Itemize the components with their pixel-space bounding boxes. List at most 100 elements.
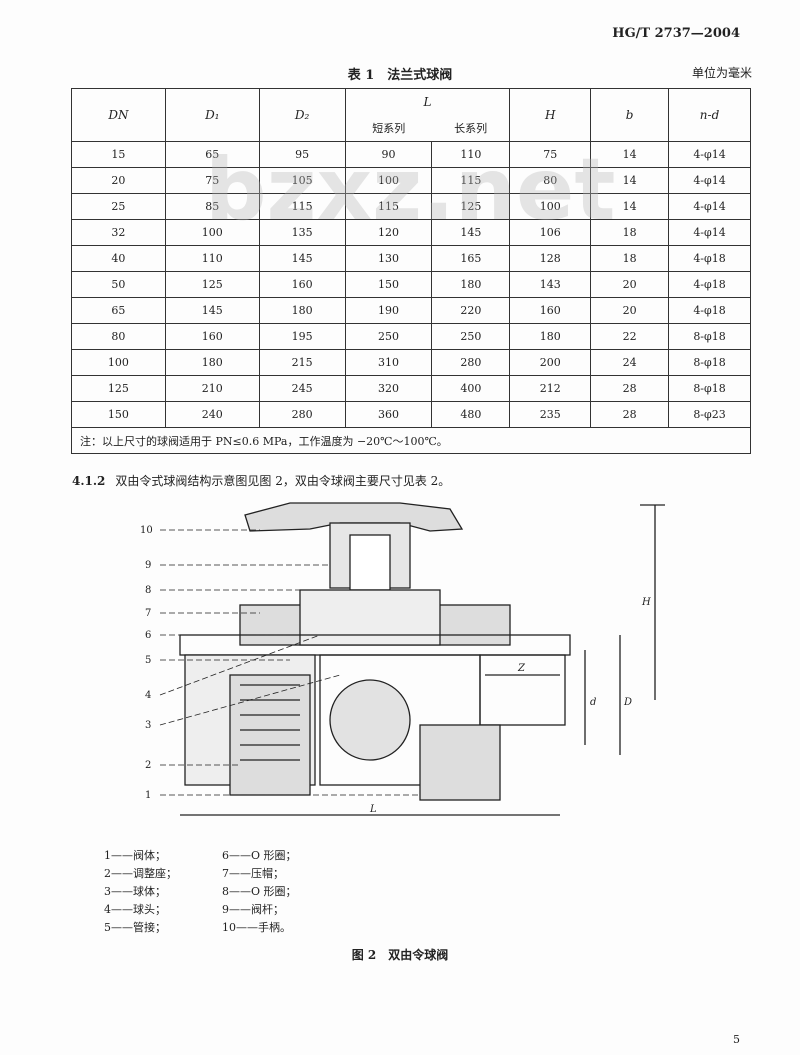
- table-cell: 190: [344, 297, 433, 324]
- table-cell: 80: [509, 167, 592, 194]
- table-cell: 80: [71, 323, 166, 350]
- dim-z: Z: [517, 663, 526, 674]
- table-cell: 8-φ18: [668, 375, 751, 402]
- table-cell: 110: [164, 245, 260, 272]
- legend-item: 3——球体；: [104, 885, 166, 898]
- table-cell: 4-φ18: [668, 245, 751, 272]
- table-cell: 200: [509, 349, 592, 376]
- table-cell: 90: [344, 141, 433, 168]
- ball-valve-diagram: 10 9 8 7 6 5 4 3 2 1 H Z d D L: [140, 502, 665, 816]
- table-cell: 28: [590, 375, 670, 402]
- dim-d1: D: [623, 697, 632, 708]
- callout-9: 9: [145, 560, 151, 571]
- table-cell: 4-φ14: [668, 167, 751, 194]
- page-number: 5: [733, 1033, 740, 1046]
- table-cell: 128: [509, 245, 592, 272]
- table-cell: 310: [344, 349, 433, 376]
- table-cell: 25: [71, 193, 166, 220]
- table-cell: 4-φ14: [668, 193, 751, 220]
- table-unit: 单位为毫米: [691, 66, 752, 80]
- legend-item: 8——O 形圈；: [222, 885, 297, 898]
- dim-h: H: [641, 597, 651, 608]
- table-cell: 14: [590, 141, 670, 168]
- legend-item: 1——阀体；: [104, 849, 166, 862]
- table-cell: 28: [590, 401, 670, 428]
- table-cell: 32: [71, 219, 166, 246]
- header-l: L: [344, 88, 511, 115]
- header-l-long: 长系列: [431, 115, 511, 142]
- table-cell: 22: [590, 323, 670, 350]
- table-cell: 150: [344, 271, 433, 298]
- callout-5: 5: [145, 655, 151, 666]
- header-b: b: [590, 88, 670, 142]
- legend-item: 9——阀杆；: [222, 903, 284, 916]
- table-cell: 180: [164, 349, 260, 376]
- table-cell: 240: [164, 401, 260, 428]
- legend-item: 5——管接；: [104, 921, 166, 934]
- table-cell: 4-φ18: [668, 271, 751, 298]
- header-d2: D₂: [258, 88, 346, 142]
- table-note: 注：以上尺寸的球阀适用于 PN≤0.6 MPa，工作温度为 −20℃～100℃。: [71, 427, 751, 454]
- table-cell: 160: [164, 323, 260, 350]
- table-cell: 480: [431, 401, 511, 428]
- callout-3: 3: [145, 720, 151, 731]
- table-cell: 65: [71, 297, 166, 324]
- table-cell: 145: [164, 297, 260, 324]
- table-cell: 195: [258, 323, 346, 350]
- table-cell: 8-φ23: [668, 401, 751, 428]
- table-cell: 165: [431, 245, 511, 272]
- table-cell: 160: [509, 297, 592, 324]
- table-cell: 8-φ18: [668, 323, 751, 350]
- figure-caption: 图 2 双由令球阀: [351, 948, 449, 962]
- table-cell: 115: [258, 193, 346, 220]
- table-cell: 110: [431, 141, 511, 168]
- table-cell: 130: [344, 245, 433, 272]
- dim-l: L: [369, 804, 377, 815]
- table-cell: 20: [590, 271, 670, 298]
- section-number: 4.1.2: [72, 474, 106, 488]
- table-cell: 320: [344, 375, 433, 402]
- legend-item: 7——压帽；: [222, 867, 284, 880]
- table-title: 表 1 法兰式球阀: [347, 68, 453, 83]
- table-cell: 235: [509, 401, 592, 428]
- legend-item: 6——O 形圈；: [222, 849, 297, 862]
- table-cell: 18: [590, 219, 670, 246]
- callout-2: 2: [145, 760, 151, 771]
- table-cell: 15: [71, 141, 166, 168]
- legend-item: 2——调整座；: [104, 867, 177, 880]
- table-cell: 125: [71, 375, 166, 402]
- table-cell: 20: [71, 167, 166, 194]
- table-cell: 150: [71, 401, 166, 428]
- table-cell: 250: [344, 323, 433, 350]
- table-cell: 143: [509, 271, 592, 298]
- table-cell: 160: [258, 271, 346, 298]
- table-cell: 245: [258, 375, 346, 402]
- standard-number: HG/T 2737—2004: [612, 26, 740, 41]
- table-cell: 220: [431, 297, 511, 324]
- table-cell: 180: [258, 297, 346, 324]
- table-cell: 145: [258, 245, 346, 272]
- header-nd: n-d: [668, 88, 751, 142]
- table-cell: 125: [164, 271, 260, 298]
- header-l-short: 短系列: [344, 115, 432, 142]
- table-cell: 180: [509, 323, 592, 350]
- table-cell: 280: [258, 401, 346, 428]
- legend-item: 10——手柄。: [222, 921, 291, 934]
- table-cell: 8-φ18: [668, 349, 751, 376]
- table-cell: 50: [71, 271, 166, 298]
- table-cell: 100: [71, 349, 166, 376]
- table-cell: 40: [71, 245, 166, 272]
- callout-1: 1: [145, 790, 151, 801]
- callout-4: 4: [145, 690, 151, 701]
- table-cell: 24: [590, 349, 670, 376]
- table-cell: 400: [431, 375, 511, 402]
- table-cell: 65: [164, 141, 260, 168]
- section-text: 双由令式球阀结构示意图见图 2，双由令球阀主要尺寸见表 2。: [115, 474, 451, 488]
